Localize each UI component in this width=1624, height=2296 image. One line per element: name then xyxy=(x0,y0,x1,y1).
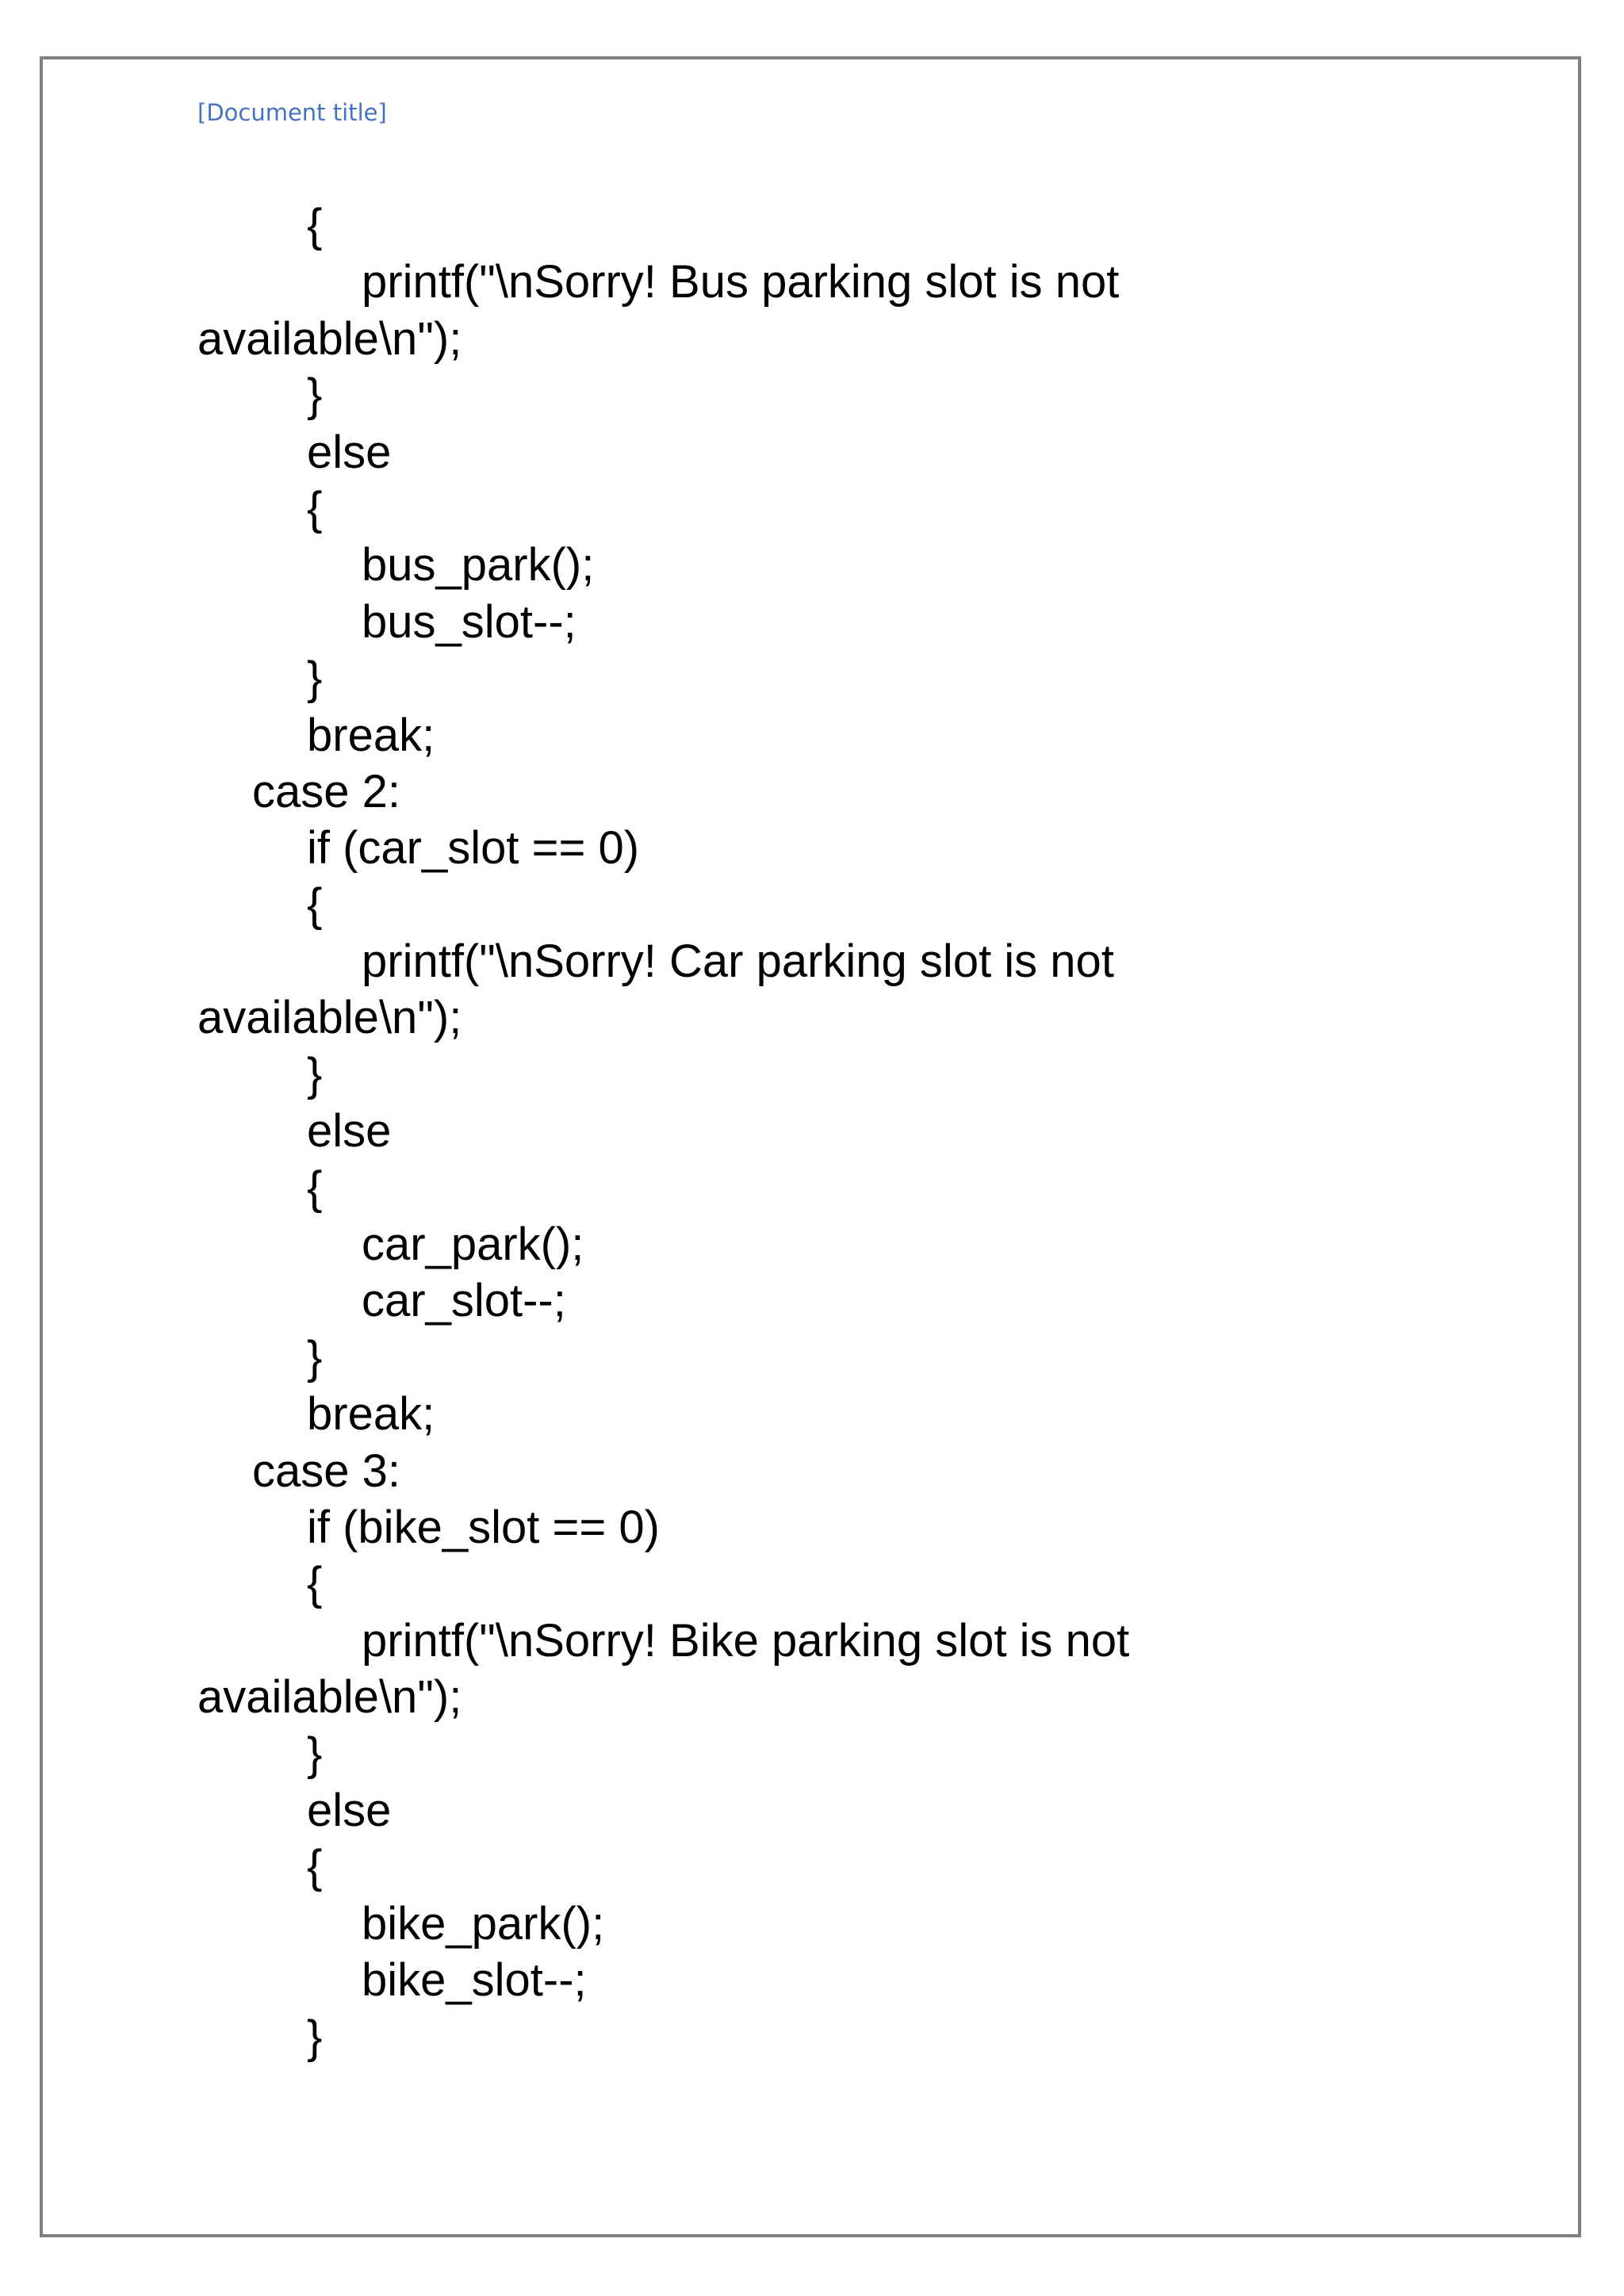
code-line: available\n"); xyxy=(197,1671,462,1724)
code-line: available\n"); xyxy=(197,312,462,365)
code-line: { xyxy=(307,482,323,534)
code-line: bus_park(); xyxy=(362,539,595,591)
code-line: } xyxy=(307,652,323,705)
page-border xyxy=(40,56,1581,2237)
code-line: break; xyxy=(307,1388,435,1441)
code-line: } xyxy=(307,2011,323,2063)
code-line: printf("\nSorry! Bus parking slot is not xyxy=(362,256,1120,308)
code-line: bike_slot--; xyxy=(362,1954,587,2007)
code-line: break; xyxy=(307,709,435,761)
code-line: { xyxy=(307,200,323,251)
document-title-header[interactable]: [Document title] xyxy=(197,99,387,126)
code-line: car_slot--; xyxy=(362,1275,566,1327)
code-line: bus_slot--; xyxy=(362,595,576,648)
code-line: if (bike_slot == 0) xyxy=(307,1501,660,1553)
code-line: printf("\nSorry! Bike parking slot is no… xyxy=(362,1614,1130,1667)
code-line: } xyxy=(307,1331,323,1383)
code-line: available\n"); xyxy=(197,992,462,1044)
code-line: } xyxy=(307,369,323,422)
code-line: { xyxy=(307,1161,323,1214)
code-line: { xyxy=(307,1558,323,1610)
code-line: bike_park(); xyxy=(362,1897,605,1950)
code-line: } xyxy=(307,1048,323,1100)
code-line: printf("\nSorry! Car parking slot is not xyxy=(362,936,1114,988)
code-line: { xyxy=(307,1841,323,1893)
code-line: case 2: xyxy=(252,765,400,817)
code-line: case 3: xyxy=(252,1445,400,1497)
code-line: car_park(); xyxy=(362,1219,584,1271)
code-line: } xyxy=(307,1728,323,1780)
code-block[interactable]: { printf("\nSorry! Bus parking slot is no… xyxy=(197,197,1545,2065)
code-line: if (car_slot == 0) xyxy=(307,822,640,874)
code-line: else xyxy=(307,1784,392,1836)
code-line: else xyxy=(307,1105,392,1158)
code-line: { xyxy=(307,878,323,931)
code-line: else xyxy=(307,426,392,478)
